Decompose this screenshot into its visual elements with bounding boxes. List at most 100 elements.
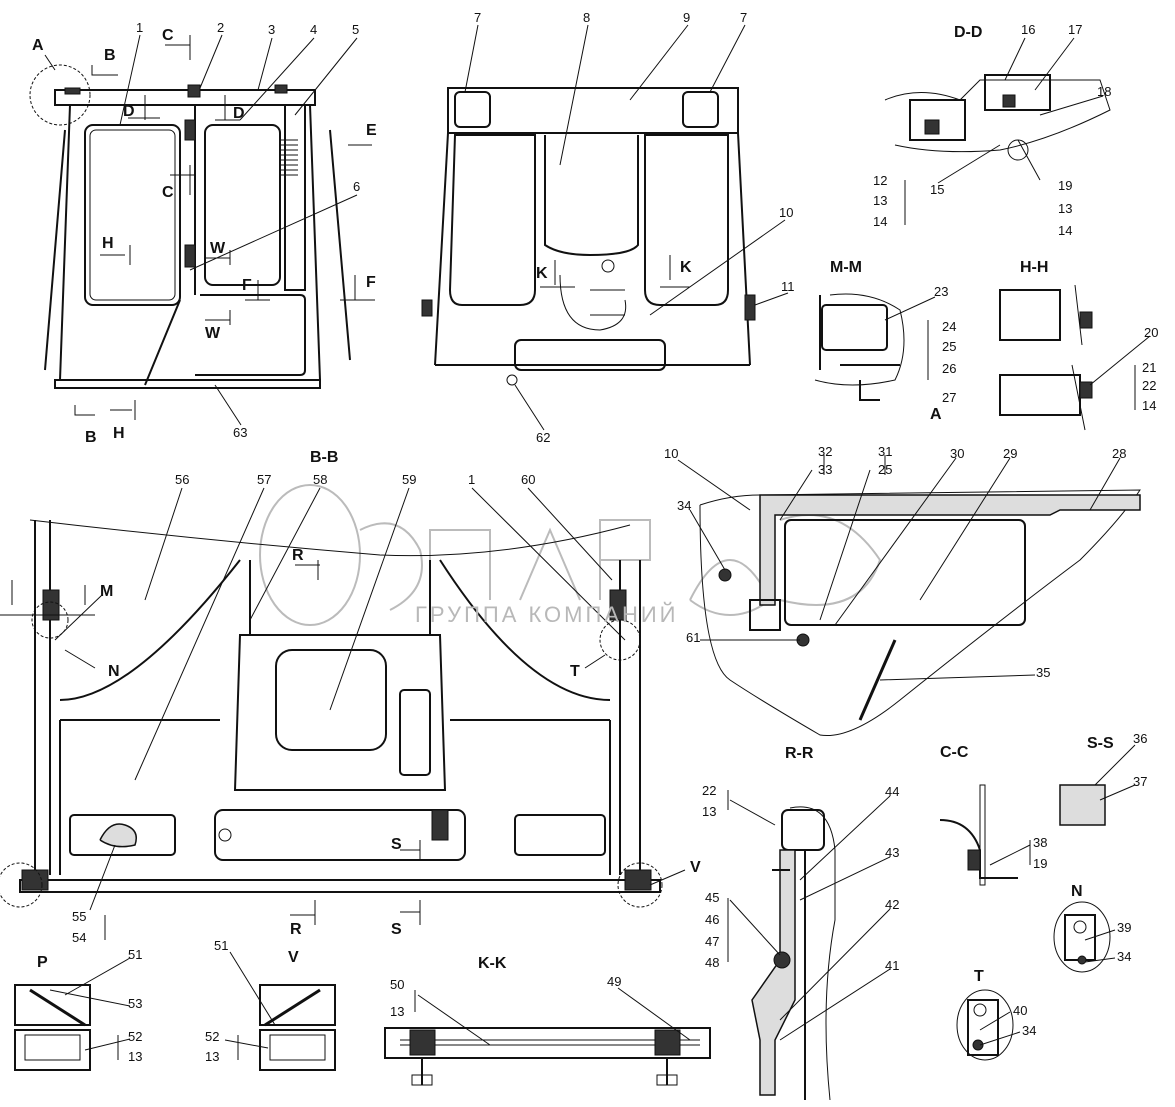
front-view: K K 7 8 9 7 10 11 62 (421, 10, 795, 445)
section-title: K-K (478, 955, 507, 972)
part-callout: 10 (664, 446, 678, 461)
detail-t: T 40 34 (956, 968, 1036, 1061)
part-callout: 35 (1036, 665, 1050, 680)
part-callout: 7 (474, 10, 481, 25)
detail-mark-n: N (108, 663, 120, 680)
part-callout: 14 (1058, 223, 1072, 238)
part-callout: 42 (885, 897, 899, 912)
section-mark-c: C (162, 184, 174, 201)
part-callout: 41 (885, 958, 899, 973)
section-mark-f: F (242, 277, 252, 294)
part-callout: 5 (352, 22, 359, 37)
part-callout: 13 (1058, 201, 1072, 216)
part-callout: 34 (677, 498, 691, 513)
section-title: T (974, 968, 984, 985)
section-mark-f: F (366, 274, 376, 291)
part-callout: 34 (1117, 949, 1131, 964)
section-title: N (1071, 883, 1083, 900)
detail-mark-t: T (570, 663, 580, 680)
part-callout: 23 (934, 284, 948, 299)
part-callout: 19 (1033, 856, 1047, 871)
part-callout: 55 (72, 909, 86, 924)
part-callout: 34 (1022, 1023, 1036, 1038)
section-mark-s: S (391, 921, 402, 938)
section-dd: D-D 16 17 18 12 13 14 15 19 13 14 (873, 22, 1111, 238)
detail-a: A 32 33 31 25 30 29 28 10 34 61 35 (664, 406, 1141, 737)
section-mark-w: W (210, 240, 226, 257)
watermark-subtitle: ГРУППА КОМПАНИЙ (415, 602, 679, 627)
detail-mark-v: V (690, 859, 701, 876)
part-callout: 40 (1013, 1003, 1027, 1018)
section-mark-d: D (123, 103, 135, 120)
part-callout: 63 (233, 425, 247, 440)
section-mark-b: B (85, 429, 97, 446)
part-callout: 52 (128, 1029, 142, 1044)
part-callout: 48 (705, 955, 719, 970)
part-callout: 19 (1058, 178, 1072, 193)
section-title: V (288, 949, 299, 966)
part-callout: 51 (214, 938, 228, 953)
part-callout: 13 (390, 1004, 404, 1019)
section-mark-b: B (104, 47, 116, 64)
section-mark-k: K (536, 265, 548, 282)
watermark-logo (259, 484, 882, 626)
part-callout: 2 (217, 20, 224, 35)
part-callout: 46 (705, 912, 719, 927)
part-callout: 39 (1117, 920, 1131, 935)
part-callout: 1 (136, 20, 143, 35)
part-callout: 57 (257, 472, 271, 487)
part-callout: 29 (1003, 446, 1017, 461)
section-kk: K-K 49 50 13 (384, 955, 711, 1086)
section-mark-r: R (290, 921, 302, 938)
section-title: P (37, 954, 48, 971)
section-title: C-C (940, 744, 969, 761)
part-callout: 59 (402, 472, 416, 487)
part-callout: 10 (779, 205, 793, 220)
part-callout: 61 (686, 630, 700, 645)
part-callout: 62 (536, 430, 550, 445)
section-mark-w: W (205, 325, 221, 342)
section-mark-d: D (233, 105, 245, 122)
part-callout: 14 (1142, 398, 1156, 413)
part-callout: 38 (1033, 835, 1047, 850)
part-callout: 21 (1142, 360, 1156, 375)
detail-n: N 39 34 (1053, 883, 1131, 973)
part-callout: 30 (950, 446, 964, 461)
part-callout: 53 (128, 996, 142, 1011)
part-callout: 24 (942, 319, 956, 334)
part-callout: 49 (607, 974, 621, 989)
part-callout: 22 (1142, 378, 1156, 393)
section-mark-k: K (680, 259, 692, 276)
part-callout: 7 (740, 10, 747, 25)
part-callout: 56 (175, 472, 189, 487)
part-callout: 27 (942, 390, 956, 405)
part-callout: 13 (128, 1049, 142, 1064)
section-mark-h: H (113, 425, 125, 442)
section-title: A (930, 406, 942, 423)
part-callout: 28 (1112, 446, 1126, 461)
part-callout: 33 (818, 462, 832, 477)
part-callout: 58 (313, 472, 327, 487)
part-callout: 20 (1144, 325, 1158, 340)
part-callout: 50 (390, 977, 404, 992)
part-callout: 4 (310, 22, 317, 37)
part-callout: 36 (1133, 731, 1147, 746)
part-callout: 22 (702, 783, 716, 798)
part-callout: 13 (702, 804, 716, 819)
section-title: R-R (785, 745, 814, 762)
section-mark-s: S (391, 836, 402, 853)
part-callout: 51 (128, 947, 142, 962)
part-callout: 16 (1021, 22, 1035, 37)
part-callout: 1 (468, 472, 475, 487)
section-title: M-M (830, 259, 862, 276)
section-mm: M-M 23 24 25 26 27 (814, 259, 956, 405)
part-callout: 60 (521, 472, 535, 487)
part-callout: 44 (885, 784, 899, 799)
section-ss: S-S 36 37 (1059, 731, 1147, 826)
side-view: A B C D D E C H W F F W B H 1 2 3 4 5 6 … (29, 20, 377, 446)
section-mark-r: R (292, 547, 304, 564)
part-callout: 25 (942, 339, 956, 354)
part-callout: 12 (873, 173, 887, 188)
section-cc: C-C 38 19 (939, 744, 1047, 886)
